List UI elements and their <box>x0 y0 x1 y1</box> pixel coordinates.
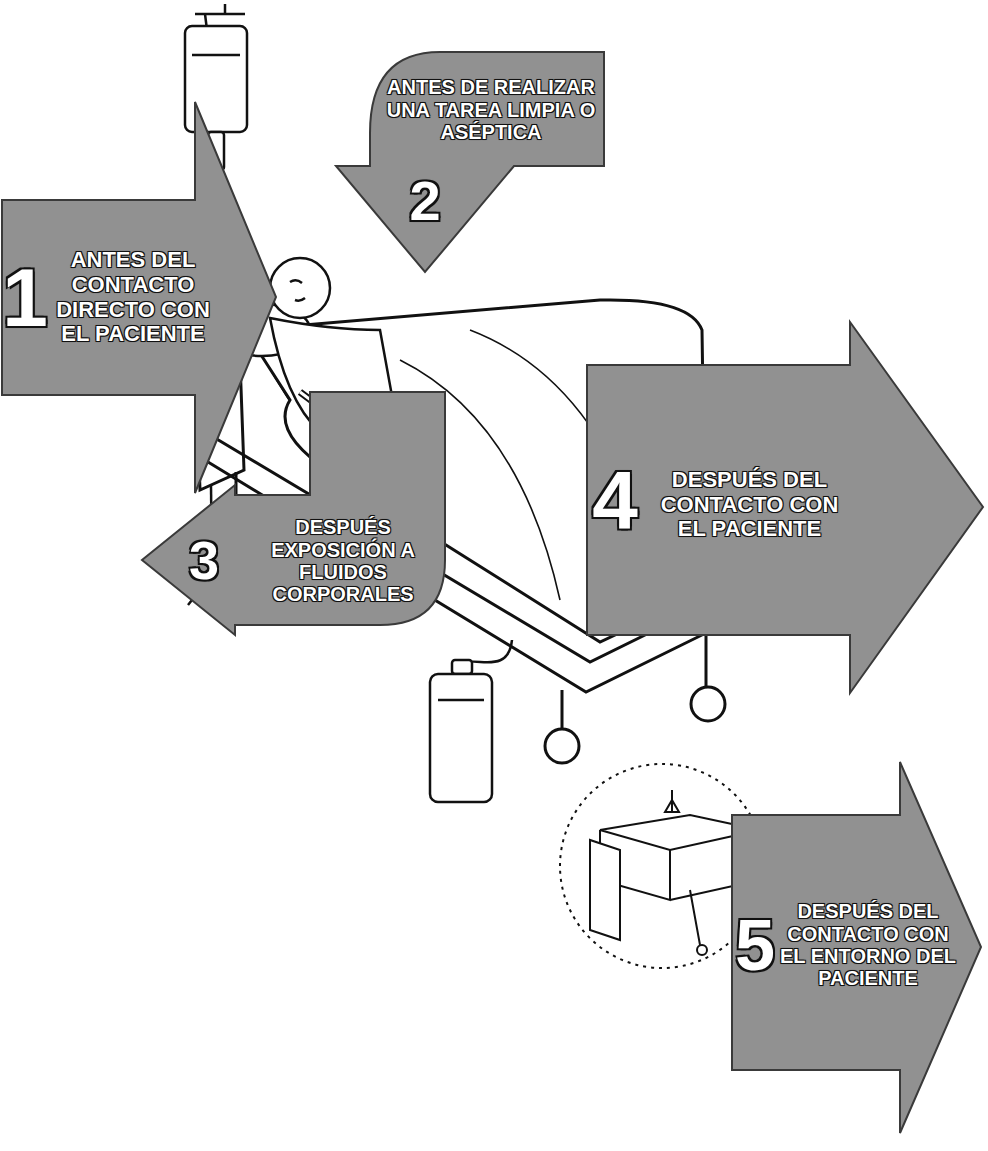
drain-bag <box>430 640 512 802</box>
hospital-bed-part <box>545 729 579 763</box>
arrow-outline <box>2 102 276 493</box>
moment-label: DESPUÉS DEL CONTACTO CON EL ENTORNO DEL … <box>780 900 956 990</box>
arrow-outline <box>732 762 981 1133</box>
moment-number: 2 <box>409 173 440 229</box>
hospital-bed-part <box>691 687 725 721</box>
text-region: DESPUÉS EXPOSICIÓN A FLUIDOS CORPORALES <box>246 500 440 622</box>
drain-bag-part <box>438 699 484 702</box>
moment-label: ANTES DE REALIZAR UNA TAREA LIMPIA O ASÉ… <box>384 76 598 143</box>
moment-arrow: 2 ANTES DE REALIZAR UNA TAREA LIMPIA O AS… <box>330 38 608 278</box>
moment-label: DESPUÉS DEL CONTACTO CON EL PACIENTE <box>647 468 852 542</box>
moment-number: 1 <box>2 257 48 339</box>
moment-arrow: 4DESPUÉS DEL CONTACTO CON EL PACIENTE <box>585 320 985 695</box>
patient-part <box>290 280 305 300</box>
moment-label: ANTES DEL CONTACTO DIRECTO CON EL PACIEN… <box>48 248 218 347</box>
drain-bag-part <box>430 674 492 802</box>
patient-environment-part <box>697 945 707 955</box>
text-region: 4 <box>589 455 641 545</box>
arrow-outline <box>336 52 604 272</box>
moment-arrow: 3 DESPUÉS EXPOSICIÓN A FLUIDOS CORPORALES <box>140 390 450 638</box>
patient-environment-part <box>665 790 679 812</box>
patient-part <box>270 258 330 318</box>
text-region: DESPUÉS DEL CONTACTO CON EL PACIENTE <box>647 380 852 630</box>
moment-number: 5 <box>735 909 775 981</box>
text-region: 3 <box>178 530 230 590</box>
arrow-outline <box>587 322 983 693</box>
moment-number: 4 <box>592 459 638 541</box>
text-region: DESPUÉS DEL CONTACTO CON EL ENTORNO DEL … <box>780 855 956 1035</box>
text-region: 2 <box>395 170 455 232</box>
iv-bag-part <box>192 54 240 57</box>
moment-arrow: 1ANTES DEL CONTACTO DIRECTO CON EL PACIE… <box>0 100 278 495</box>
arrow-outline <box>142 392 445 635</box>
moment-label: DESPUÉS EXPOSICIÓN A FLUIDOS CORPORALES <box>246 516 440 606</box>
text-region: ANTES DEL CONTACTO DIRECTO CON EL PACIEN… <box>48 210 218 385</box>
text-region: 5 <box>732 905 778 985</box>
text-region: 1 <box>2 250 48 345</box>
text-region: ANTES DE REALIZAR UNA TAREA LIMPIA O ASÉ… <box>384 58 598 162</box>
arrow-shape <box>330 38 608 278</box>
drain-bag-part <box>452 660 472 674</box>
moment-arrow: 5DESPUÉS DEL CONTACTO CON EL ENTORNO DEL… <box>730 760 983 1135</box>
patient-environment-part <box>590 840 620 940</box>
moment-number: 3 <box>189 533 219 587</box>
